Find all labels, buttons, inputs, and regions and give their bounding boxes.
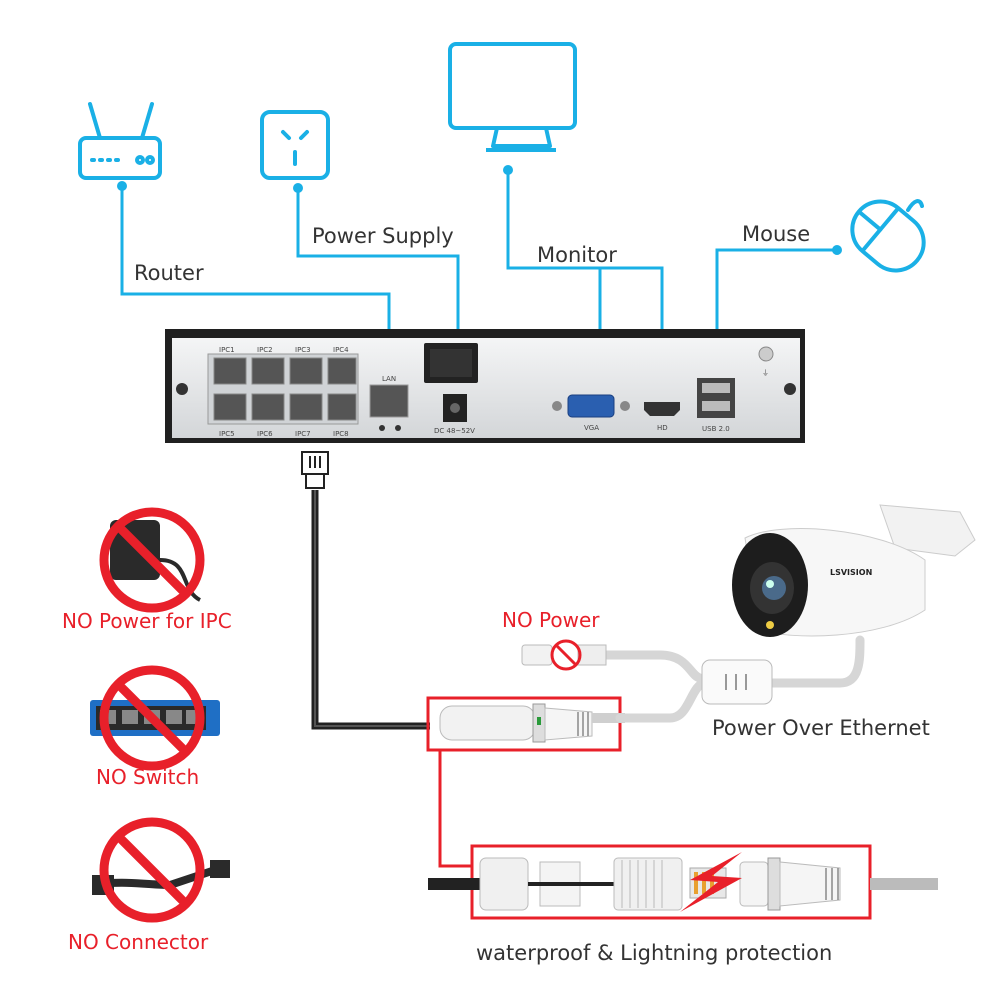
- poe-split-cable: [598, 635, 865, 723]
- ethernet-cable: [311, 490, 430, 730]
- no-power-label: NO Power: [502, 608, 600, 632]
- no-connector-label: NO Connector: [68, 930, 209, 954]
- lightning-bolt-icon: [680, 852, 742, 912]
- port-label-ipc5: IPC5: [219, 430, 235, 438]
- waterproof-connector: [428, 857, 938, 911]
- ipc-port-grid: [213, 357, 357, 421]
- lan-port: [369, 384, 409, 418]
- rj45-plug-icon: [301, 451, 329, 489]
- port-label-ipc3: IPC3: [295, 346, 311, 354]
- port-label-ipc8: IPC8: [333, 430, 349, 438]
- router-icon: [78, 102, 162, 180]
- port-label-ipc4: IPC4: [333, 346, 349, 354]
- router-label: Router: [134, 261, 204, 285]
- power-outlet-icon: [260, 110, 330, 180]
- no-switch-forbidden-icon: [99, 665, 205, 771]
- hdmi-port: [644, 402, 680, 416]
- vga-port: [567, 394, 615, 418]
- no-connector-forbidden-icon: [99, 817, 205, 923]
- monitor-label: Monitor: [537, 243, 617, 267]
- usb-label: USB 2.0: [702, 425, 730, 433]
- mouse-label: Mouse: [742, 222, 810, 246]
- bullet-camera: LSVISION: [732, 504, 976, 637]
- waterproof-label: waterproof & Lightning protection: [476, 941, 832, 965]
- power-line: [296, 188, 460, 370]
- no-power-forbidden-icon-left: [99, 507, 205, 613]
- callout-line: [438, 750, 472, 868]
- no-power-ipc-label: NO Power for IPC: [62, 609, 232, 633]
- port-label-ipc2: IPC2: [257, 346, 273, 354]
- vga-label: VGA: [584, 424, 599, 432]
- monitor-icon: [448, 42, 577, 152]
- no-power-forbidden-icon: [550, 639, 582, 671]
- rj45-coupler: [439, 703, 625, 743]
- power-supply-label: Power Supply: [312, 224, 454, 248]
- poe-label: Power Over Ethernet: [712, 716, 930, 740]
- camera-brand: LSVISION: [830, 568, 872, 577]
- nvr-device: IPC1 IPC2 IPC3 IPC4 IPC5 IPC6 IPC7 IPC8 …: [165, 329, 805, 443]
- connection-dots: [117, 165, 842, 255]
- port-label-ipc1: IPC1: [219, 346, 235, 354]
- dc-label: DC 48~52V: [434, 427, 475, 435]
- svg-text:⏚: ⏚: [762, 369, 769, 377]
- no-power-dc-plug: [521, 644, 607, 666]
- port-label-ipc6: IPC6: [257, 430, 273, 438]
- lan-label: LAN: [382, 375, 396, 383]
- mouse-icon: [850, 199, 926, 273]
- port-label-ipc7: IPC7: [295, 430, 311, 438]
- no-switch-label: NO Switch: [96, 765, 199, 789]
- hd-label: HD: [657, 424, 668, 432]
- poe-connector-box: [426, 696, 622, 752]
